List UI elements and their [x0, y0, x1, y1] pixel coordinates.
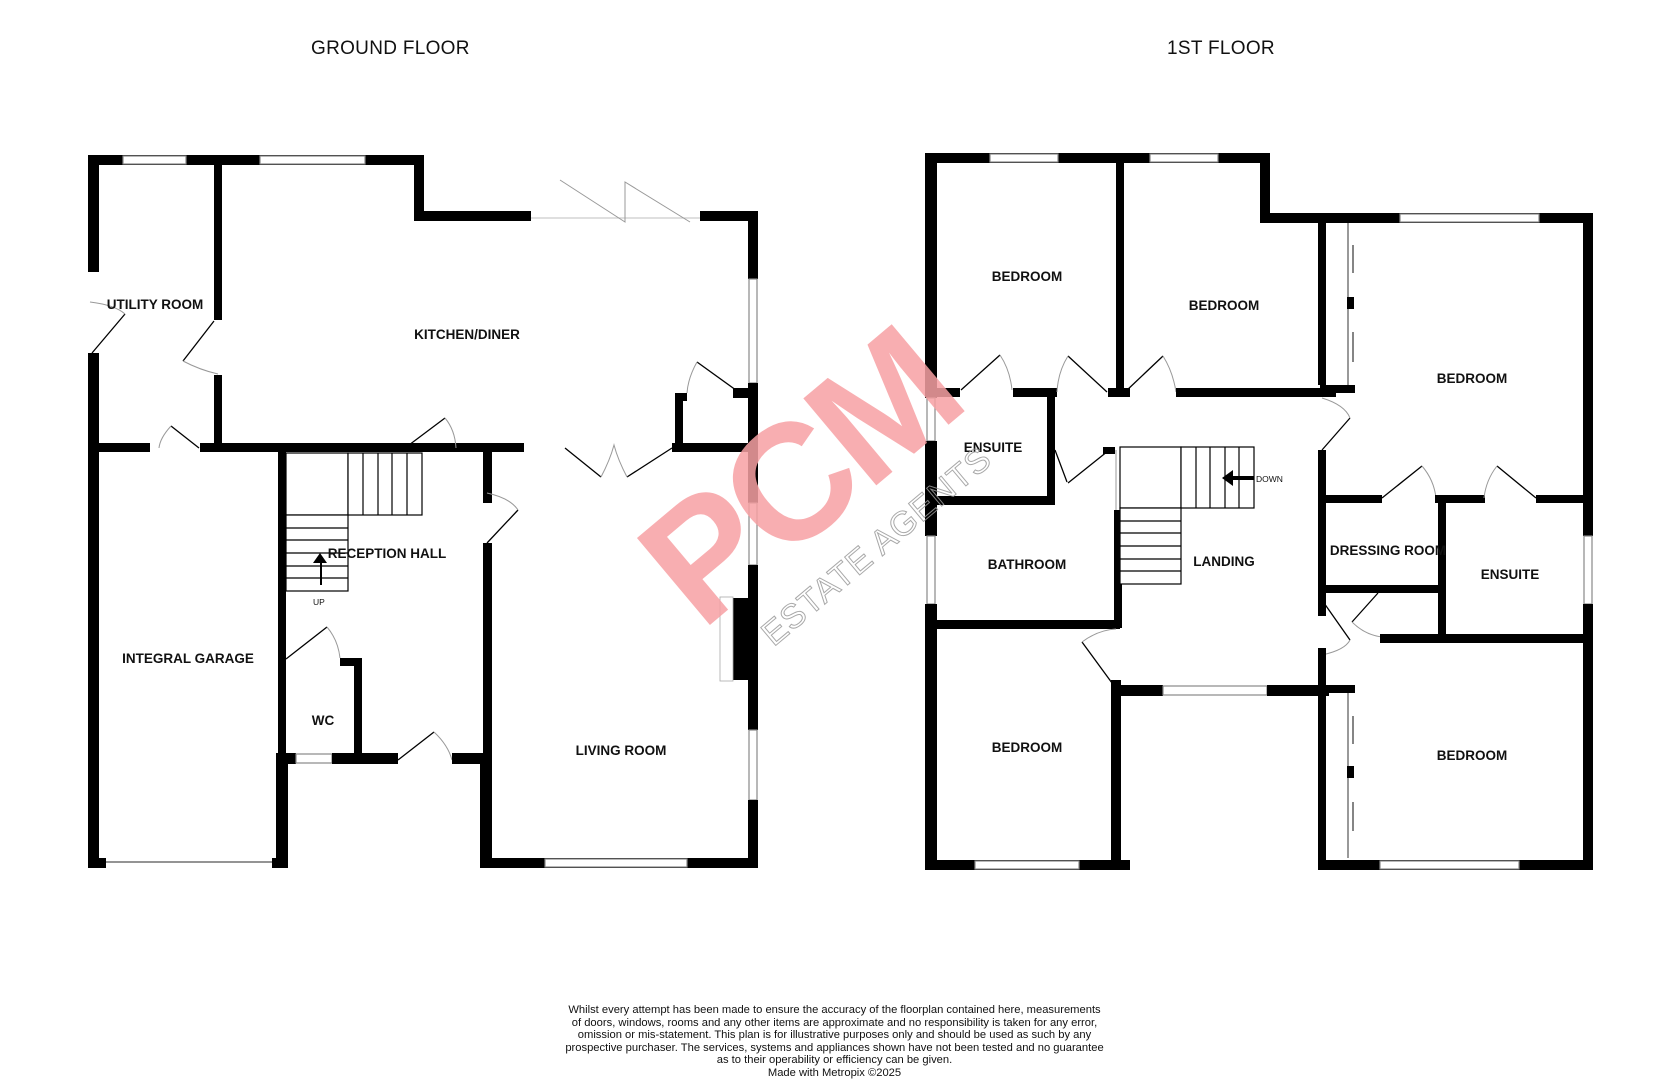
first-floor-plan: DOWN BEDROOM BEDROOM BEDROOM ENSUITE BAT…	[925, 153, 1593, 870]
room-label-dressing-room: DRESSING ROOM	[1330, 543, 1446, 558]
room-label-bedroom-3: BEDROOM	[1437, 371, 1508, 386]
disclaimer-credit: Made with Metropix ©2025	[767, 1066, 902, 1079]
room-label-ensuite-1: ENSUITE	[964, 440, 1023, 455]
disclaimer-line: Whilst every attempt has been made to en…	[568, 1004, 1101, 1016]
room-label-utility: UTILITY ROOM	[107, 297, 204, 312]
room-label-ensuite-2: ENSUITE	[1481, 567, 1540, 582]
disclaimer: Whilst every attempt has been made to en…	[0, 1004, 1669, 1080]
room-label-living-room: LIVING ROOM	[576, 743, 667, 758]
disclaimer-line: of doors, windows, rooms and any other i…	[571, 1016, 1098, 1029]
stairs-down-arrow-icon	[1222, 470, 1254, 486]
disclaimer-line: omission or mis-statement. This plan is …	[577, 1029, 1092, 1042]
first-floor-title: 1ST FLOOR	[1167, 38, 1275, 59]
room-label-garage: INTEGRAL GARAGE	[122, 651, 254, 666]
room-label-kitchen: KITCHEN/DINER	[414, 327, 520, 342]
disclaimer-line: prospective purchaser. The services, sys…	[565, 1041, 1104, 1054]
ground-floor-plan: UP UTILITY ROOM KITCHEN/DINER RECEPTION …	[88, 155, 758, 868]
room-label-bedroom-2: BEDROOM	[1189, 298, 1260, 313]
room-label-bedroom-1: BEDROOM	[992, 269, 1063, 284]
room-label-bedroom-5: BEDROOM	[1437, 748, 1508, 763]
stairs-up-label: UP	[313, 597, 325, 607]
stairs-up-arrow-icon	[313, 553, 327, 585]
room-label-landing: LANDING	[1193, 554, 1255, 569]
room-label-wc: WC	[312, 713, 335, 728]
ground-floor-stairs: UP	[285, 452, 423, 607]
stairs-down-label: DOWN	[1256, 474, 1283, 484]
room-label-bathroom: BATHROOM	[988, 557, 1067, 572]
room-label-reception-hall: RECEPTION HALL	[328, 546, 447, 561]
room-label-bedroom-4: BEDROOM	[992, 740, 1063, 755]
ground-floor-title: GROUND FLOOR	[311, 38, 470, 59]
disclaimer-line: as to their operability or efficiency ca…	[716, 1054, 953, 1067]
first-floor-stairs: DOWN	[1115, 446, 1283, 585]
